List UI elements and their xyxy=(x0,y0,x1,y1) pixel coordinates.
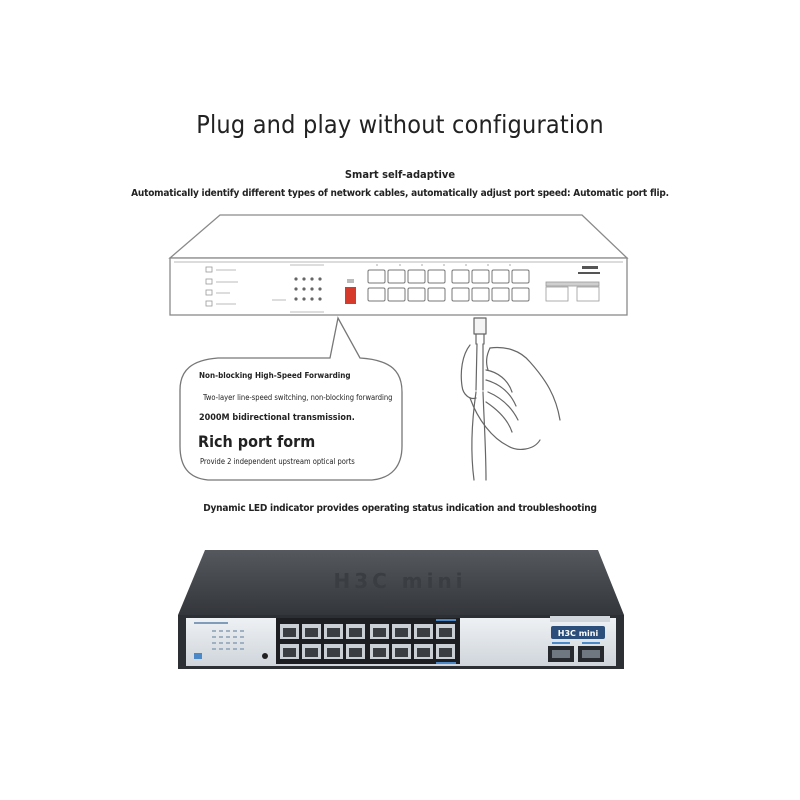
led-dot xyxy=(302,277,306,281)
rj45-port-socket xyxy=(373,648,386,657)
rj45-port-socket xyxy=(417,648,430,657)
rj45-port-socket xyxy=(349,628,362,637)
led-dot xyxy=(318,287,322,291)
led-dot xyxy=(302,287,306,291)
led-dot xyxy=(310,297,314,301)
rj45-port xyxy=(367,287,386,302)
feature-rich-port-detail: Provide 2 independent upstream optical p… xyxy=(200,457,355,466)
rj45-port xyxy=(491,269,510,284)
led-dot xyxy=(294,287,298,291)
rj45-port-socket xyxy=(327,628,340,637)
led-indicator xyxy=(212,648,216,650)
rj45-port-socket xyxy=(305,628,318,637)
rj45-port xyxy=(471,269,490,284)
feature-rich-port: Rich port form xyxy=(198,432,316,451)
led-indicator xyxy=(226,642,230,644)
rj45-port-socket xyxy=(283,628,296,637)
svg-text:H3C mini: H3C mini xyxy=(333,569,466,593)
rj45-port xyxy=(451,287,470,302)
led-indicator xyxy=(219,630,223,632)
rj45-port-socket xyxy=(305,648,318,657)
rj45-port xyxy=(471,287,490,302)
led-indicator xyxy=(212,630,216,632)
led-caption: Dynamic LED indicator provides operating… xyxy=(203,503,597,514)
rj45-port-socket xyxy=(373,628,386,637)
led-dot xyxy=(302,297,306,301)
led-indicator xyxy=(212,642,216,644)
led-dot xyxy=(318,277,322,281)
rj45-port xyxy=(491,287,510,302)
rj45-port-socket xyxy=(283,648,296,657)
feature-non-blocking: Non-blocking High-Speed Forwarding xyxy=(199,371,351,380)
led-dot xyxy=(318,297,322,301)
rj45-port-socket xyxy=(395,628,408,637)
hand-holding-cable-icon xyxy=(460,317,561,481)
led-indicator xyxy=(233,642,237,644)
led-indicator xyxy=(226,630,230,632)
rj45-port xyxy=(511,269,530,284)
led-indicator xyxy=(226,636,230,638)
feature-bidirectional: 2000M bidirectional transmission. xyxy=(199,413,355,423)
led-indicator xyxy=(240,642,244,644)
subtitle: Smart self-adaptive xyxy=(344,168,456,181)
rj45-port-socket xyxy=(349,648,362,657)
led-indicator xyxy=(240,636,244,638)
callout-bubble xyxy=(179,316,403,481)
rj45-port xyxy=(451,269,470,284)
rj45-port xyxy=(511,287,530,302)
led-indicator xyxy=(233,636,237,638)
network-switch-line-drawing-icon xyxy=(168,214,629,316)
rj45-port-socket xyxy=(439,628,452,637)
led-indicator xyxy=(233,648,237,650)
page-title: Plug and play without configuration xyxy=(196,110,604,139)
rj45-port-socket xyxy=(327,648,340,657)
rj45-port xyxy=(367,269,386,284)
led-dot xyxy=(294,277,298,281)
led-indicator xyxy=(219,636,223,638)
rj45-port-socket xyxy=(417,628,430,637)
rj45-port xyxy=(387,287,406,302)
led-dot xyxy=(310,287,314,291)
feature-non-blocking-detail: Two-layer line-speed switching, non-bloc… xyxy=(203,393,393,402)
svg-text:H3C mini: H3C mini xyxy=(558,629,599,638)
led-indicator xyxy=(240,630,244,632)
led-indicator xyxy=(240,648,244,650)
rj45-port-socket xyxy=(439,648,452,657)
led-dot xyxy=(310,277,314,281)
led-indicator xyxy=(233,630,237,632)
rj45-port xyxy=(387,269,406,284)
rj45-port xyxy=(427,269,446,284)
led-indicator xyxy=(219,642,223,644)
led-indicator xyxy=(219,648,223,650)
led-indicator xyxy=(226,648,230,650)
description: Automatically identify different types o… xyxy=(131,188,669,199)
rj45-port xyxy=(407,269,426,284)
led-dot xyxy=(294,297,298,301)
rj45-port xyxy=(427,287,446,302)
led-indicator xyxy=(212,636,216,638)
rj45-port xyxy=(407,287,426,302)
rj45-port-socket xyxy=(395,648,408,657)
